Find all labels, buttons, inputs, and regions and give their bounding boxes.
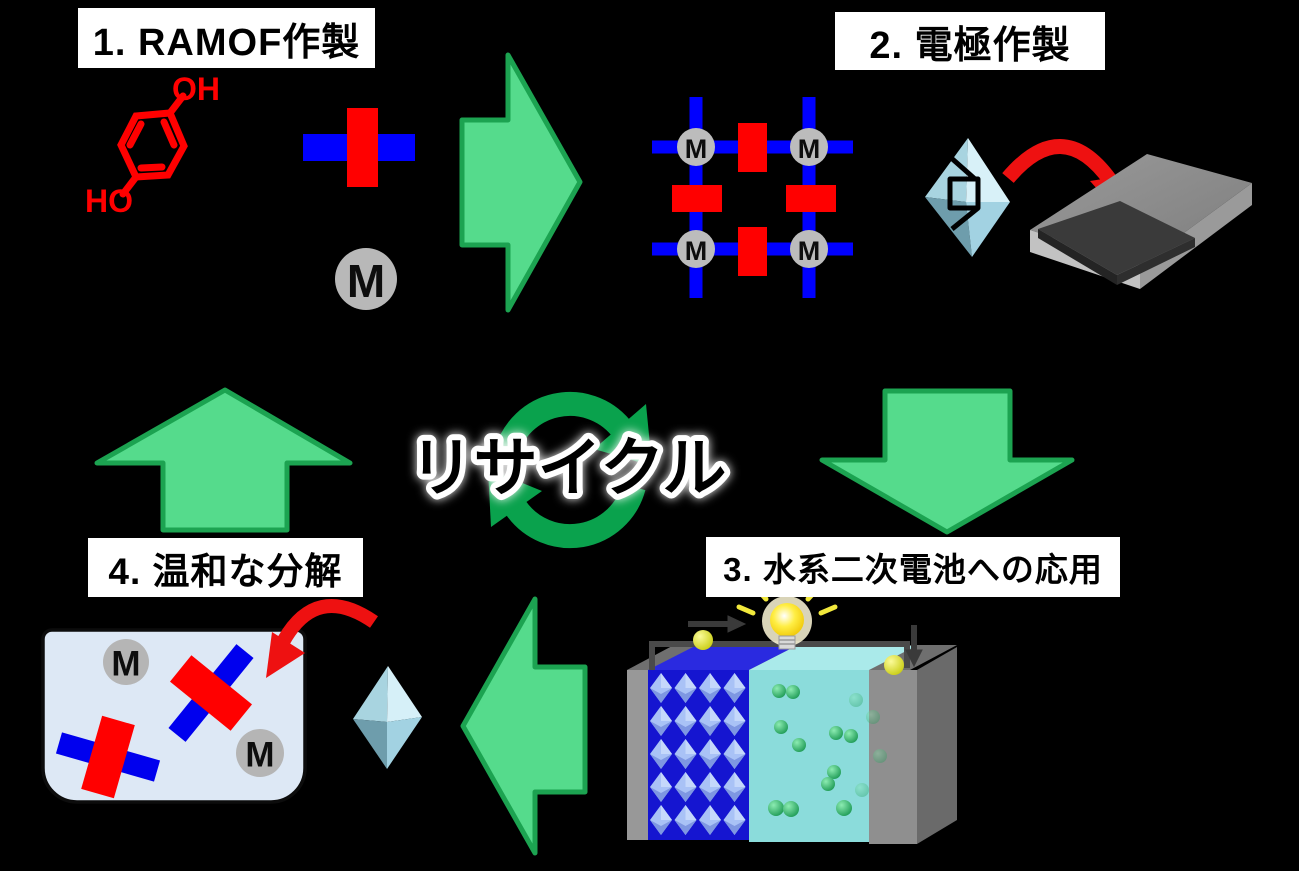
ho-bottom-label: HO [85,183,133,219]
metal-ion-icon: M [335,248,397,310]
svg-text:M: M [685,134,708,164]
electrode-slab-icon [1030,154,1252,289]
oh-top-label: OH [172,71,220,107]
svg-text:M: M [798,134,821,164]
ion-icons [768,684,858,817]
mof-network-icon: M M M M [652,97,853,298]
dissolve-arrow-icon [266,599,378,678]
metal-ion-symbol: M [347,255,385,307]
svg-text:M: M [798,236,821,266]
background-ion-icons [849,693,887,797]
electron-icon [693,630,713,650]
step2-label: 2. 電極作製 [835,12,1105,70]
recycle-icon [488,391,652,549]
step1-label: 1. RAMOF作製 [78,8,375,68]
svg-text:M: M [685,236,708,266]
arrow-up-icon [94,387,353,533]
hydroquinone-molecule-icon [117,92,188,198]
linker-unit-icon [303,108,415,187]
step3-label: 3. 水系二次電池への応用 [706,537,1120,597]
dissolved-metal-symbol: M [245,736,274,775]
electron-icon [884,655,904,675]
step4-label: 4. 温和な分解 [88,538,363,597]
solution-vessel-icon: M M [41,628,307,804]
current-arrow-icons [688,615,923,668]
arrow-down-icon [819,388,1075,535]
battery-cell-icon [627,577,957,844]
arrow-right-icon [459,52,583,313]
dissolved-metal-symbol: M [111,645,140,684]
mof-electrode-pattern [649,672,748,838]
freed-linker-icon [55,715,161,799]
freed-linker-icon [168,644,254,742]
metal-node-icons: M M M M [677,128,828,268]
arrow-left-icon [460,596,588,856]
recycle-title: リサイクル [410,432,727,504]
mof-crystal-icon [925,138,1010,257]
spent-crystal-icon [353,666,422,769]
